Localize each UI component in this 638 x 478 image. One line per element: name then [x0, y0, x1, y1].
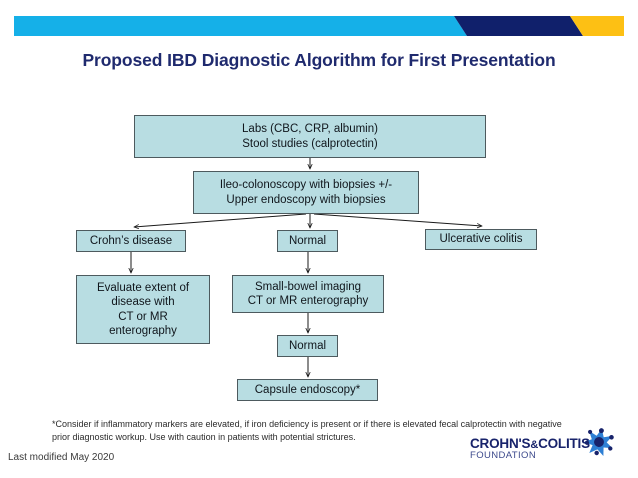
node-crohns-disease[interactable]: Crohn’s disease: [76, 230, 186, 252]
slide-title: Proposed IBD Diagnostic Algorithm for Fi…: [82, 50, 556, 70]
starburst-node-upper-right: [609, 434, 614, 440]
banner-cyan-segment: [14, 16, 467, 36]
edge-ileo-to-uc: [313, 213, 482, 226]
node-evaluate-extent[interactable]: Evaluate extent of disease with CT or MR…: [76, 275, 210, 344]
logo-foundation-text: FOUNDATION: [470, 450, 537, 461]
crohns-colitis-foundation-logo: CROHN'S&COLITIS FOUNDATION: [470, 428, 630, 470]
node-labs[interactable]: Labs (CBC, CRP, albumin) Stool studies (…: [134, 115, 486, 158]
node-capsule-endoscopy[interactable]: Capsule endoscopy*: [237, 379, 378, 401]
starburst-node-bottom: [594, 450, 599, 456]
logo-ampersand: &: [530, 439, 539, 451]
banner-yellow-segment: [570, 16, 624, 36]
logo-wordmark: CROHN'S&COLITIS FOUNDATION: [470, 436, 590, 461]
footnote-text: *Consider if inflammatory markers are el…: [52, 419, 562, 442]
node-normal-imaging[interactable]: Normal: [277, 335, 338, 357]
starburst-node-right: [608, 446, 613, 451]
node-small-bowel-imaging[interactable]: Small-bowel imaging CT or MR enterograph…: [232, 275, 384, 313]
logo-primary-line: CROHN'S&COLITIS: [470, 436, 590, 451]
node-ulcerative-colitis[interactable]: Ulcerative colitis: [425, 229, 537, 250]
node-ileo-colonoscopy[interactable]: Ileo-colonoscopy with biopsies +/- Upper…: [193, 171, 419, 214]
header-banner: [14, 16, 624, 36]
logo-crohns-text: CROHN'S: [470, 436, 531, 451]
starburst-icon: [584, 428, 614, 457]
banner-navy-segment: [454, 16, 583, 36]
node-normal-endoscopy[interactable]: Normal: [277, 230, 338, 252]
starburst-core: [594, 437, 604, 447]
logo-colitis-text: COLITIS: [538, 436, 590, 451]
last-modified-label: Last modified May 2020: [8, 452, 115, 463]
starburst-node-left: [584, 440, 590, 445]
edge-ileo-to-crohns: [134, 213, 307, 227]
banner-shapes: [14, 16, 624, 36]
starburst-node-top: [598, 428, 604, 434]
starburst-node-upper-left: [588, 429, 593, 435]
